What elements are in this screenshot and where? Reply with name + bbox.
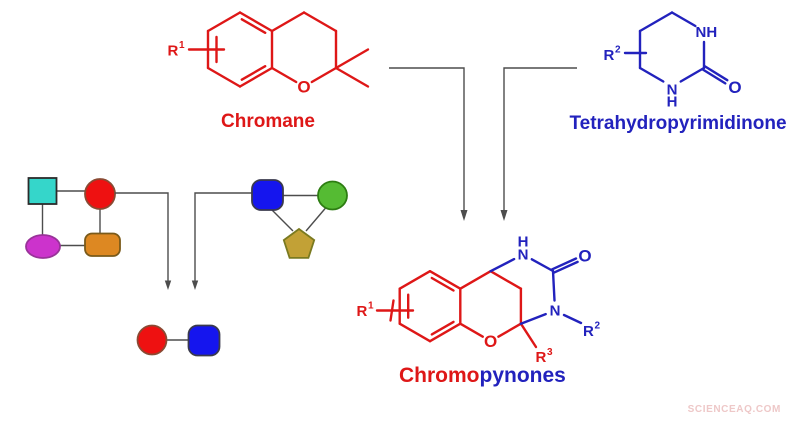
h-atom: H: [667, 94, 678, 111]
bond: [638, 11, 674, 33]
bond: [428, 270, 462, 290]
n3-atom: N: [550, 303, 561, 320]
bond: [206, 11, 242, 33]
double-bond-inner: [430, 320, 455, 336]
oxygen-ring: O: [484, 332, 497, 351]
r2-superscript: 2: [615, 45, 621, 56]
bond: [334, 48, 370, 70]
arrow-line: [194, 192, 252, 283]
bond: [459, 270, 492, 290]
carbonyl-bond: [701, 68, 727, 85]
r1-superscript: 1: [179, 40, 185, 51]
watermark: SCIENCEAQ.COM: [688, 404, 781, 415]
connector: [305, 207, 327, 232]
arrow-line: [503, 67, 577, 212]
r1-superscript: 1: [368, 301, 374, 312]
tetrahydropyrimidinone-structure: R 2 NH N H O Tetrahydropyrimidinone: [569, 11, 787, 134]
bond: [310, 66, 338, 84]
motif-triangle: [251, 179, 348, 259]
green-ellipse: [317, 180, 348, 211]
cyan-square: [27, 177, 58, 205]
bond: [428, 322, 462, 343]
magenta-ellipse: [25, 234, 61, 259]
arrowhead: [500, 210, 508, 221]
chromopynones-label: Chromopynones: [399, 364, 566, 387]
chromane-structure: R 1 O Chromane: [168, 11, 370, 132]
bond: [530, 258, 555, 273]
oxygen-carbonyl: O: [578, 247, 591, 266]
r2-label: R: [583, 323, 594, 340]
bond: [459, 322, 484, 338]
pentagon: [282, 227, 316, 259]
oxygen-atom: O: [728, 78, 741, 97]
bond: [398, 270, 432, 290]
label-part-blue: pynones: [480, 364, 566, 387]
double-bond-inner: [240, 18, 267, 34]
h-atom: H: [518, 234, 529, 251]
label-part-red: Chromo: [399, 364, 480, 387]
r3-superscript: 3: [547, 347, 553, 358]
arrowhead: [164, 280, 172, 290]
arrowhead: [191, 280, 199, 290]
blue-rounded-square: [251, 179, 284, 211]
carbonyl-bond: [551, 257, 578, 271]
arrow-line: [115, 192, 169, 283]
carbonyl-bond: [552, 260, 579, 274]
r2-bond: [562, 313, 583, 325]
r1-label: R: [168, 43, 179, 60]
r1-label: R: [357, 303, 368, 320]
nh-atom: NH: [696, 24, 718, 41]
bond: [238, 11, 274, 33]
r2-superscript: 2: [595, 321, 601, 332]
bond: [238, 66, 274, 88]
bond: [497, 322, 523, 338]
bond: [398, 322, 432, 343]
bond: [489, 257, 516, 273]
orange-rounded-rect: [84, 232, 121, 257]
red-circle: [84, 178, 116, 210]
bond: [270, 66, 298, 84]
reaction-arrows: [389, 67, 577, 221]
bond: [670, 11, 697, 28]
bond: [489, 270, 523, 290]
bond: [679, 66, 706, 83]
connector: [271, 209, 294, 232]
n-atom: N: [667, 82, 678, 99]
carbonyl-bond: [703, 65, 729, 82]
bond: [638, 66, 665, 83]
oxygen-atom: O: [297, 78, 310, 97]
double-bond-inner: [430, 276, 455, 292]
motif-network: [25, 177, 252, 357]
arrowhead: [460, 210, 468, 221]
bond: [302, 11, 338, 33]
n1-atom: N: [518, 247, 529, 264]
bond: [206, 66, 242, 88]
double-bond-inner: [240, 64, 267, 81]
r2-label: R: [604, 47, 615, 64]
bond: [270, 11, 306, 33]
attachment-tick: [389, 299, 395, 322]
tetrahydropyrimidinone-label: Tetrahydropyrimidinone: [569, 113, 786, 134]
r3-label: R: [536, 349, 547, 366]
chromopynone-structure: H N N O O R 1 R 2 R 3 Chromopynones: [357, 234, 601, 388]
blue-rounded-square-result: [187, 324, 221, 357]
arrow-line: [389, 67, 465, 212]
bond: [519, 312, 547, 325]
red-circle-result: [136, 324, 168, 356]
r3-bond: [519, 322, 538, 349]
bond: [334, 66, 370, 88]
chromane-label: Chromane: [221, 111, 315, 132]
bond: [551, 269, 556, 302]
